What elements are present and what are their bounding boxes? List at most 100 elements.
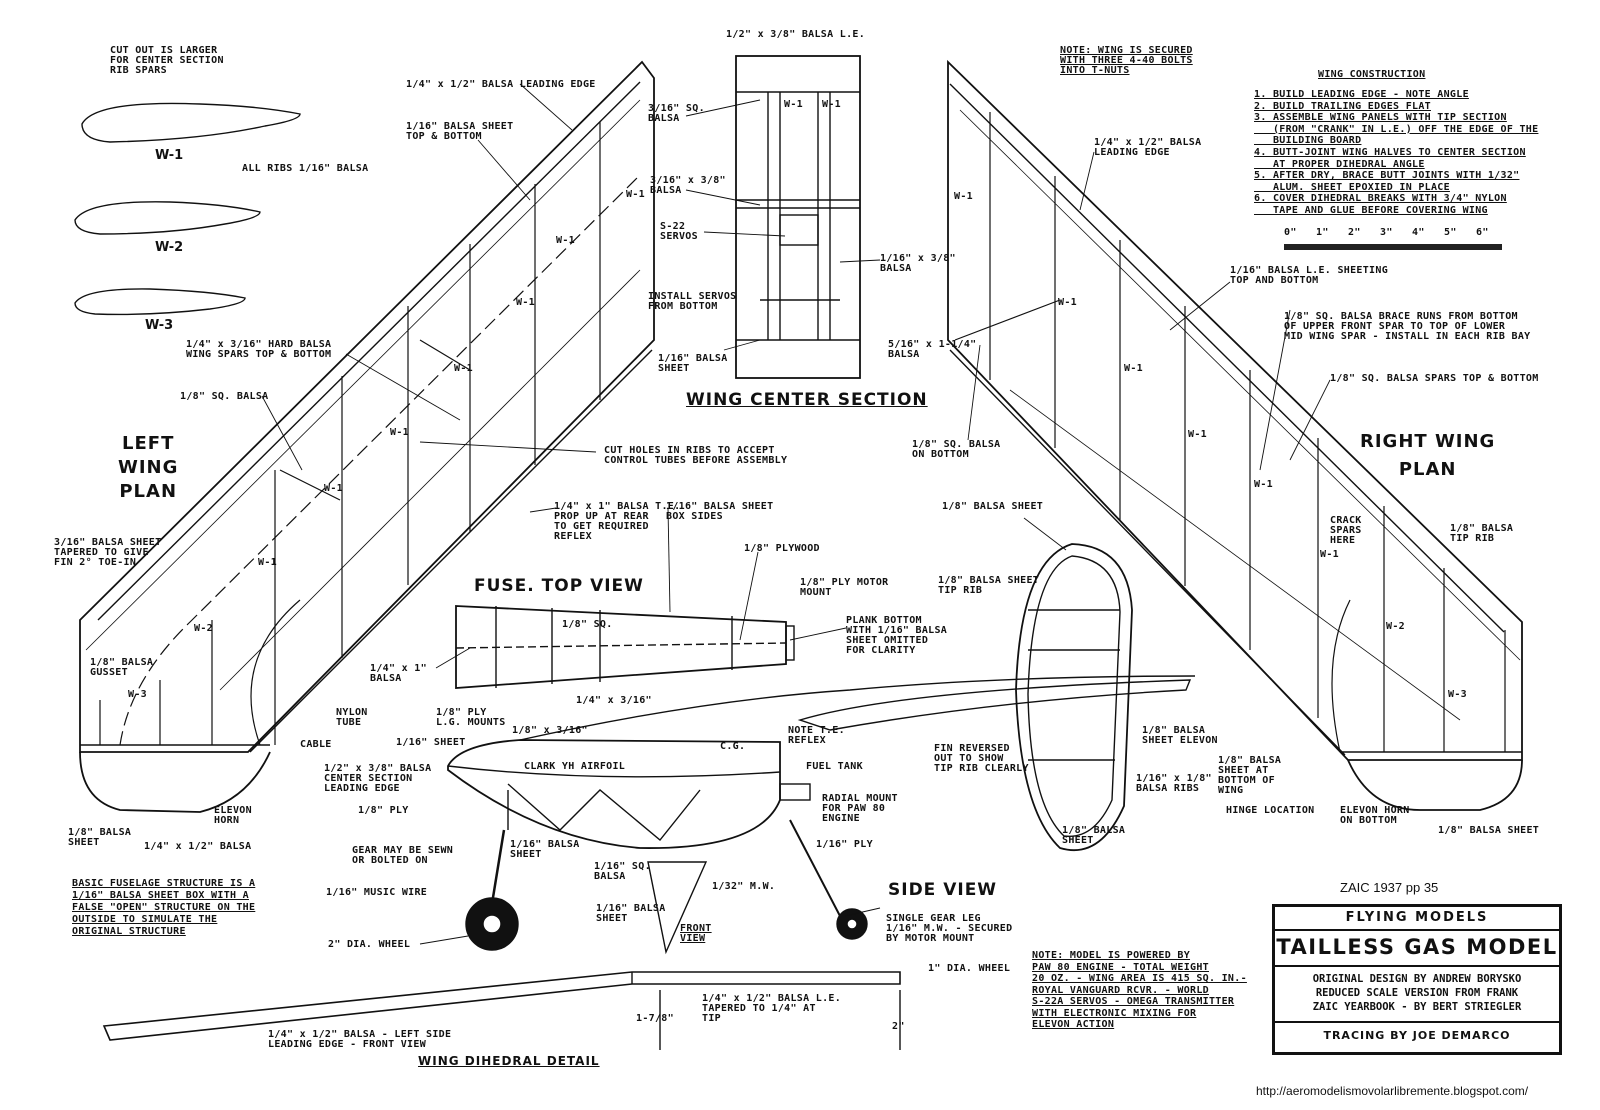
rib-tag: W-1 — [390, 427, 409, 438]
right-wing-title: RIGHT WING PLAN — [1360, 431, 1496, 480]
model-title: TAILLESS GAS MODEL — [1276, 935, 1558, 959]
right-le-sheet-label: 1/16" BALSA L.E. SHEETING TOP AND BOTTOM — [1230, 265, 1389, 286]
construction-title: WING CONSTRUCTION — [1318, 69, 1426, 80]
fin-view — [1015, 543, 1133, 852]
right-bottom-label: 1/8" SQ. BALSA ON BOTTOM — [912, 439, 1001, 460]
fuse-14x1-label: 1/4" x 1" BALSA — [370, 663, 427, 684]
fuse-sq-label: 1/8" SQ. — [562, 619, 613, 630]
rib-tag: W-1 — [784, 99, 803, 110]
engine-note: NOTE: MODEL IS POWERED BY PAW 80 ENGINE … — [1032, 950, 1247, 1030]
side-mw-label: 1/32" M.W. — [712, 881, 776, 892]
center-116x38-label: 1/16" x 3/8" BALSA — [880, 253, 956, 274]
rib-tag: W-1 — [258, 557, 277, 568]
rib-tag: W-1 — [1254, 479, 1273, 490]
fin-reversed-label: FIN REVERSED OUT TO SHOW TIP RIB CLEARLY — [934, 743, 1029, 774]
left-fin-label: 3/16" BALSA SHEET TAPERED TO GIVE FIN 2°… — [54, 537, 162, 568]
fuselage-top-view — [455, 605, 795, 689]
left-spars-label: 1/4" x 3/16" HARD BALSA WING SPARS TOP &… — [186, 339, 332, 360]
scale-bar-line — [1284, 244, 1502, 250]
rib-tag: W-3 — [1448, 689, 1467, 700]
leader-lines — [261, 83, 1331, 945]
rib-tag: W-1 — [1124, 363, 1143, 374]
reference-label: ZAIC 1937 pp 35 — [1340, 880, 1439, 895]
rib-tag: W-1 — [516, 297, 535, 308]
rib-tag: W-3 — [128, 689, 147, 700]
side-radial-label: RADIAL MOUNT FOR PAW 80 ENGINE — [822, 793, 898, 824]
rib-profiles — [74, 102, 301, 316]
rib-tag: W-1 — [324, 483, 343, 494]
left-le2-label: 1/4" x 1/2" BALSA — [144, 841, 252, 852]
side-14x316-label: 1/4" x 3/16" — [576, 695, 652, 706]
construction-step: TAPE AND GLUE BEFORE COVERING WING — [1254, 204, 1488, 216]
side-wheel2-label: 2" DIA. WHEEL — [328, 939, 411, 950]
construction-step: 6. COVER DIHEDRAL BREAKS WITH 3/4" NYLON — [1254, 193, 1507, 205]
side-sq116-label: 1/16" SQ. BALSA — [594, 861, 651, 882]
construction-step: 5. AFTER DRY, BRACE BUTT JOINTS WITH 1/3… — [1254, 170, 1520, 182]
right-horn-label: ELEVON HORN ON BOTTOM — [1340, 805, 1410, 826]
side-sheet116b-label: 1/16" BALSA SHEET — [510, 839, 580, 860]
dihedral-left-label: 1/4" x 1/2" BALSA - LEFT SIDE LEADING ED… — [268, 1029, 452, 1050]
rib-tag: W-1 — [1320, 549, 1339, 560]
wing-center-section — [735, 55, 861, 379]
dihedral-title: WING DIHEDRAL DETAIL — [418, 1054, 600, 1068]
side-cg-label: C.G. — [720, 741, 746, 752]
fin-tip-label: 1/8" BALSA SHEET TIP RIB — [938, 575, 1040, 596]
center-316x38-label: 3/16" x 3/8" BALSA — [650, 175, 726, 196]
side-center-le-label: 1/2" x 3/8" BALSA CENTER SECTION LEADING… — [324, 763, 432, 794]
side-sheet116-label: 1/16" SHEET — [396, 737, 466, 748]
scale-tick-label: 2" — [1348, 227, 1361, 238]
left-le-label: 1/4" x 1/2" BALSA LEADING EDGE — [406, 79, 596, 90]
construction-step: 1. BUILD LEADING EDGE - NOTE ANGLE — [1254, 89, 1469, 100]
right-brace-label: 1/8" SQ. BALSA BRACE RUNS FROM BOTTOM OF… — [1284, 311, 1531, 342]
fuse-lg-label: 1/8" PLY L.G. MOUNTS — [436, 707, 506, 728]
scale-tick-label: 6" — [1476, 227, 1489, 238]
scale-tick-label: 4" — [1412, 227, 1425, 238]
fuse-plank-label: PLANK BOTTOM WITH 1/16" BALSA SHEET OMIT… — [846, 615, 948, 656]
fuse-top-title: FUSE. TOP VIEW — [474, 576, 644, 596]
right-wing-plan — [947, 59, 1523, 811]
scale-bar: 0"1"2"3"4"5"6" — [1284, 228, 1502, 252]
title-block: FLYING MODELS TAILLESS GAS MODEL ORIGINA… — [1272, 904, 1562, 1055]
rib-w1-label: W-1 — [155, 148, 184, 163]
fin-sheet-b-label: 1/8" BALSA SHEET — [1062, 825, 1126, 846]
left-gusset-label: 1/8" BALSA GUSSET — [90, 657, 154, 678]
construction-step: 3. ASSEMBLE WING PANELS WITH TIP SECTION — [1254, 112, 1507, 124]
side-18x316-label: 1/8" x 3/16" — [512, 725, 588, 736]
dihedral-d2-label: 2" — [892, 1021, 905, 1032]
fuse-mount-label: 1/8" PLY MOTOR MOUNT — [800, 577, 889, 598]
scale-tick-label: 3" — [1380, 227, 1393, 238]
left-elevon-horn-label: ELEVON HORN — [214, 805, 252, 826]
right-sheet18-label: 1/8" BALSA SHEET — [1438, 825, 1540, 836]
front-view — [647, 861, 708, 955]
scale-tick-label: 0" — [1284, 227, 1297, 238]
side-basic-note: BASIC FUSELAGE STRUCTURE IS A 1/16" BALS… — [72, 878, 256, 937]
fuse-ply-label: 1/8" PLYWOOD — [744, 543, 820, 554]
rib-tag: W-1 — [822, 99, 841, 110]
title-row-magazine: FLYING MODELS — [1275, 907, 1559, 931]
side-note-te-label: NOTE T.E. REFLEX — [788, 725, 845, 746]
fuselage-side-view — [447, 675, 1196, 951]
dihedral-le-label: 1/4" x 1/2" BALSA L.E. TAPERED TO 1/4" A… — [702, 993, 842, 1024]
scale-tick-label: 1" — [1316, 227, 1329, 238]
rib-w3-label: W-3 — [145, 318, 174, 333]
right-hinge-label: HINGE LOCATION — [1226, 805, 1315, 816]
rib-tag: W-1 — [626, 189, 645, 200]
right-tip-rib-label: 1/8" BALSA TIP RIB — [1450, 523, 1514, 544]
rib-tag: W-1 — [556, 235, 575, 246]
rib-tag: W-1 — [954, 191, 973, 202]
wing-dihedral-detail — [102, 971, 901, 1050]
source-url[interactable]: http://aeromodelismovolarlibremente.blog… — [1256, 1084, 1529, 1098]
left-sq-label: 1/8" SQ. BALSA — [180, 391, 269, 402]
side-wheel1-label: 1" DIA. WHEEL — [928, 963, 1011, 974]
construction-step: AT PROPER DIHEDRAL ANGLE — [1254, 158, 1425, 170]
side-sheet116c-label: 1/16" BALSA SHEET — [596, 903, 666, 924]
side-fuel-label: FUEL TANK — [806, 761, 863, 772]
left-nylon-label: NYLON TUBE — [336, 707, 368, 728]
construction-step: 4. BUTT-JOINT WING HALVES TO CENTER SECT… — [1254, 146, 1526, 158]
center-sheet-label: 1/16" BALSA SHEET — [658, 353, 728, 374]
fin-ribs-label: 1/16" x 1/8" BALSA RIBS — [1136, 773, 1212, 794]
left-cut-holes-label: CUT HOLES IN RIBS TO ACCEPT CONTROL TUBE… — [604, 445, 788, 466]
center-sq316-label: 3/16" SQ. BALSA — [648, 103, 705, 124]
fin-elevon-label: 1/8" BALSA SHEET ELEVON — [1142, 725, 1218, 746]
